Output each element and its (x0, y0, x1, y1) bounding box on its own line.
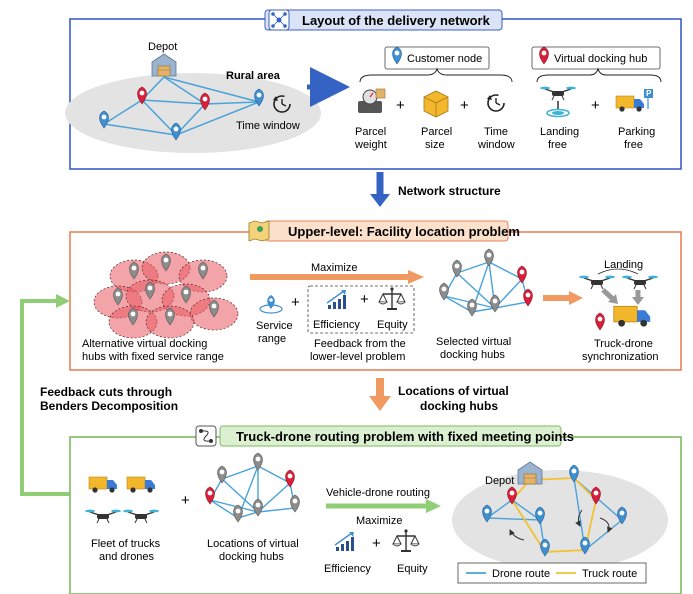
sync-label-2: synchronization (582, 351, 658, 363)
customer-brace (359, 67, 513, 83)
equity-label: Equity (377, 319, 408, 331)
locations-label-2: docking hubs (420, 399, 498, 413)
feedback-lower-2: lower-level problem (310, 351, 405, 363)
alt-hubs-label-1: Alternative virtual docking (82, 338, 207, 350)
maximize-label: Maximize (311, 262, 357, 274)
fleet-label-1: Fleet of trucks (91, 538, 161, 550)
attr-parcel-weight-2: weight (354, 139, 387, 151)
alternative-hubs-graphic (93, 251, 239, 339)
efficiency-icon (334, 531, 355, 552)
section-title-box (219, 425, 562, 447)
fleet-label-2: and drones (99, 551, 155, 563)
attr-time-window-1: Time (484, 126, 508, 138)
service-range-1: Service (256, 320, 293, 332)
efficiency-label: Efficiency (324, 563, 371, 575)
arrowhead (370, 194, 390, 207)
attr-parking-1: Parking (618, 126, 655, 138)
attr-parcel-weight-1: Parcel (355, 126, 386, 138)
truck-drone-sync-graphic: Landing (578, 259, 659, 331)
map-icon (248, 220, 270, 242)
sync-label-1: Truck-drone (594, 338, 653, 350)
network-layout-section: Layout of the delivery network Depot Rur… (65, 9, 682, 170)
plus-sign: + (181, 492, 190, 509)
attr-time-window-2: window (477, 139, 515, 151)
section-title-box (264, 9, 503, 31)
selected-hubs-1: Selected virtual (436, 336, 511, 348)
lower-maximize-label: Maximize (356, 515, 402, 527)
feedback-cuts-1: Feedback cuts through (40, 385, 172, 399)
plus-sign: + (460, 97, 469, 114)
feedback-lower-1: Feedback from the (314, 338, 406, 350)
section-title: Truck-drone routing problem with fixed m… (236, 429, 574, 444)
plus-sign: + (372, 535, 381, 552)
route-map-graphic (452, 461, 668, 570)
route-icon (195, 425, 217, 447)
landing-label: Landing (604, 259, 643, 271)
attr-parking-2: free (624, 139, 643, 151)
parcel-box-icon (423, 90, 449, 118)
arrowhead (369, 396, 391, 411)
attr-landing-1: Landing (540, 126, 579, 138)
equity-label: Equity (397, 563, 428, 575)
landing-icon (539, 85, 577, 118)
routing-label: Vehicle-drone routing (326, 487, 430, 499)
attr-landing-2: free (548, 139, 567, 151)
equity-icon (378, 286, 406, 311)
efficiency-label: Efficiency (313, 319, 360, 331)
depot-icon (151, 53, 177, 77)
parcel-scale-icon (358, 88, 386, 113)
legend-hub-box (531, 46, 661, 70)
hub-locations-graphic (205, 452, 300, 523)
legend-drone-route: Drone route (492, 568, 550, 580)
svg-text:P: P (646, 89, 652, 98)
selected-hubs-2: docking hubs (440, 349, 505, 361)
arrowhead (408, 270, 424, 284)
legend-customer: Customer node (407, 53, 482, 65)
lower-level-section: Truck-drone routing problem with fixed m… (69, 425, 682, 594)
fleet-graphic (84, 476, 160, 524)
route-legend-box (457, 562, 647, 584)
route-depot-label: Depot (485, 475, 514, 487)
time-window-label: Time window (236, 120, 300, 132)
legend-hub: Virtual docking hub (554, 53, 647, 65)
legend-truck-route: Truck route (582, 568, 637, 580)
equity-icon (392, 528, 420, 553)
section-title: Upper-level: Facility location problem (288, 224, 520, 239)
locations-label-1: Locations of virtual (398, 384, 509, 398)
hub-brace (536, 67, 662, 83)
plus-sign: + (291, 294, 300, 311)
time-window-icon (486, 94, 505, 112)
network-structure-label: Network structure (398, 184, 501, 198)
attr-parcel-size-1: Parcel (421, 126, 452, 138)
attr-parcel-size-2: size (425, 139, 445, 151)
locations-label-2: docking hubs (219, 551, 284, 563)
plus-sign: + (396, 97, 405, 114)
feedback-dashed-box (307, 285, 415, 334)
arrowhead (56, 294, 70, 308)
service-range-icon (259, 295, 283, 314)
rural-area-label: Rural area (226, 70, 281, 82)
plus-sign: + (591, 97, 600, 114)
section-title: Layout of the delivery network (302, 13, 491, 28)
feedback-cuts-2: Benders Decomposition (40, 399, 178, 413)
locations-label-1: Locations of virtual (207, 538, 299, 550)
arrowhead (569, 291, 583, 305)
plus-sign: + (360, 291, 369, 308)
depot-label: Depot (148, 41, 177, 53)
upper-level-section: Upper-level: Facility location problem A… (69, 220, 682, 371)
selected-hubs-graphic (439, 248, 533, 317)
feedback-loop-arrow (20, 299, 70, 496)
alt-hubs-label-2: hubs with fixed service range (82, 351, 224, 363)
arrowhead (426, 499, 441, 513)
efficiency-icon (326, 289, 347, 310)
service-range-2: range (258, 333, 286, 345)
network-icon (268, 9, 290, 31)
parking-icon: P (615, 89, 653, 113)
